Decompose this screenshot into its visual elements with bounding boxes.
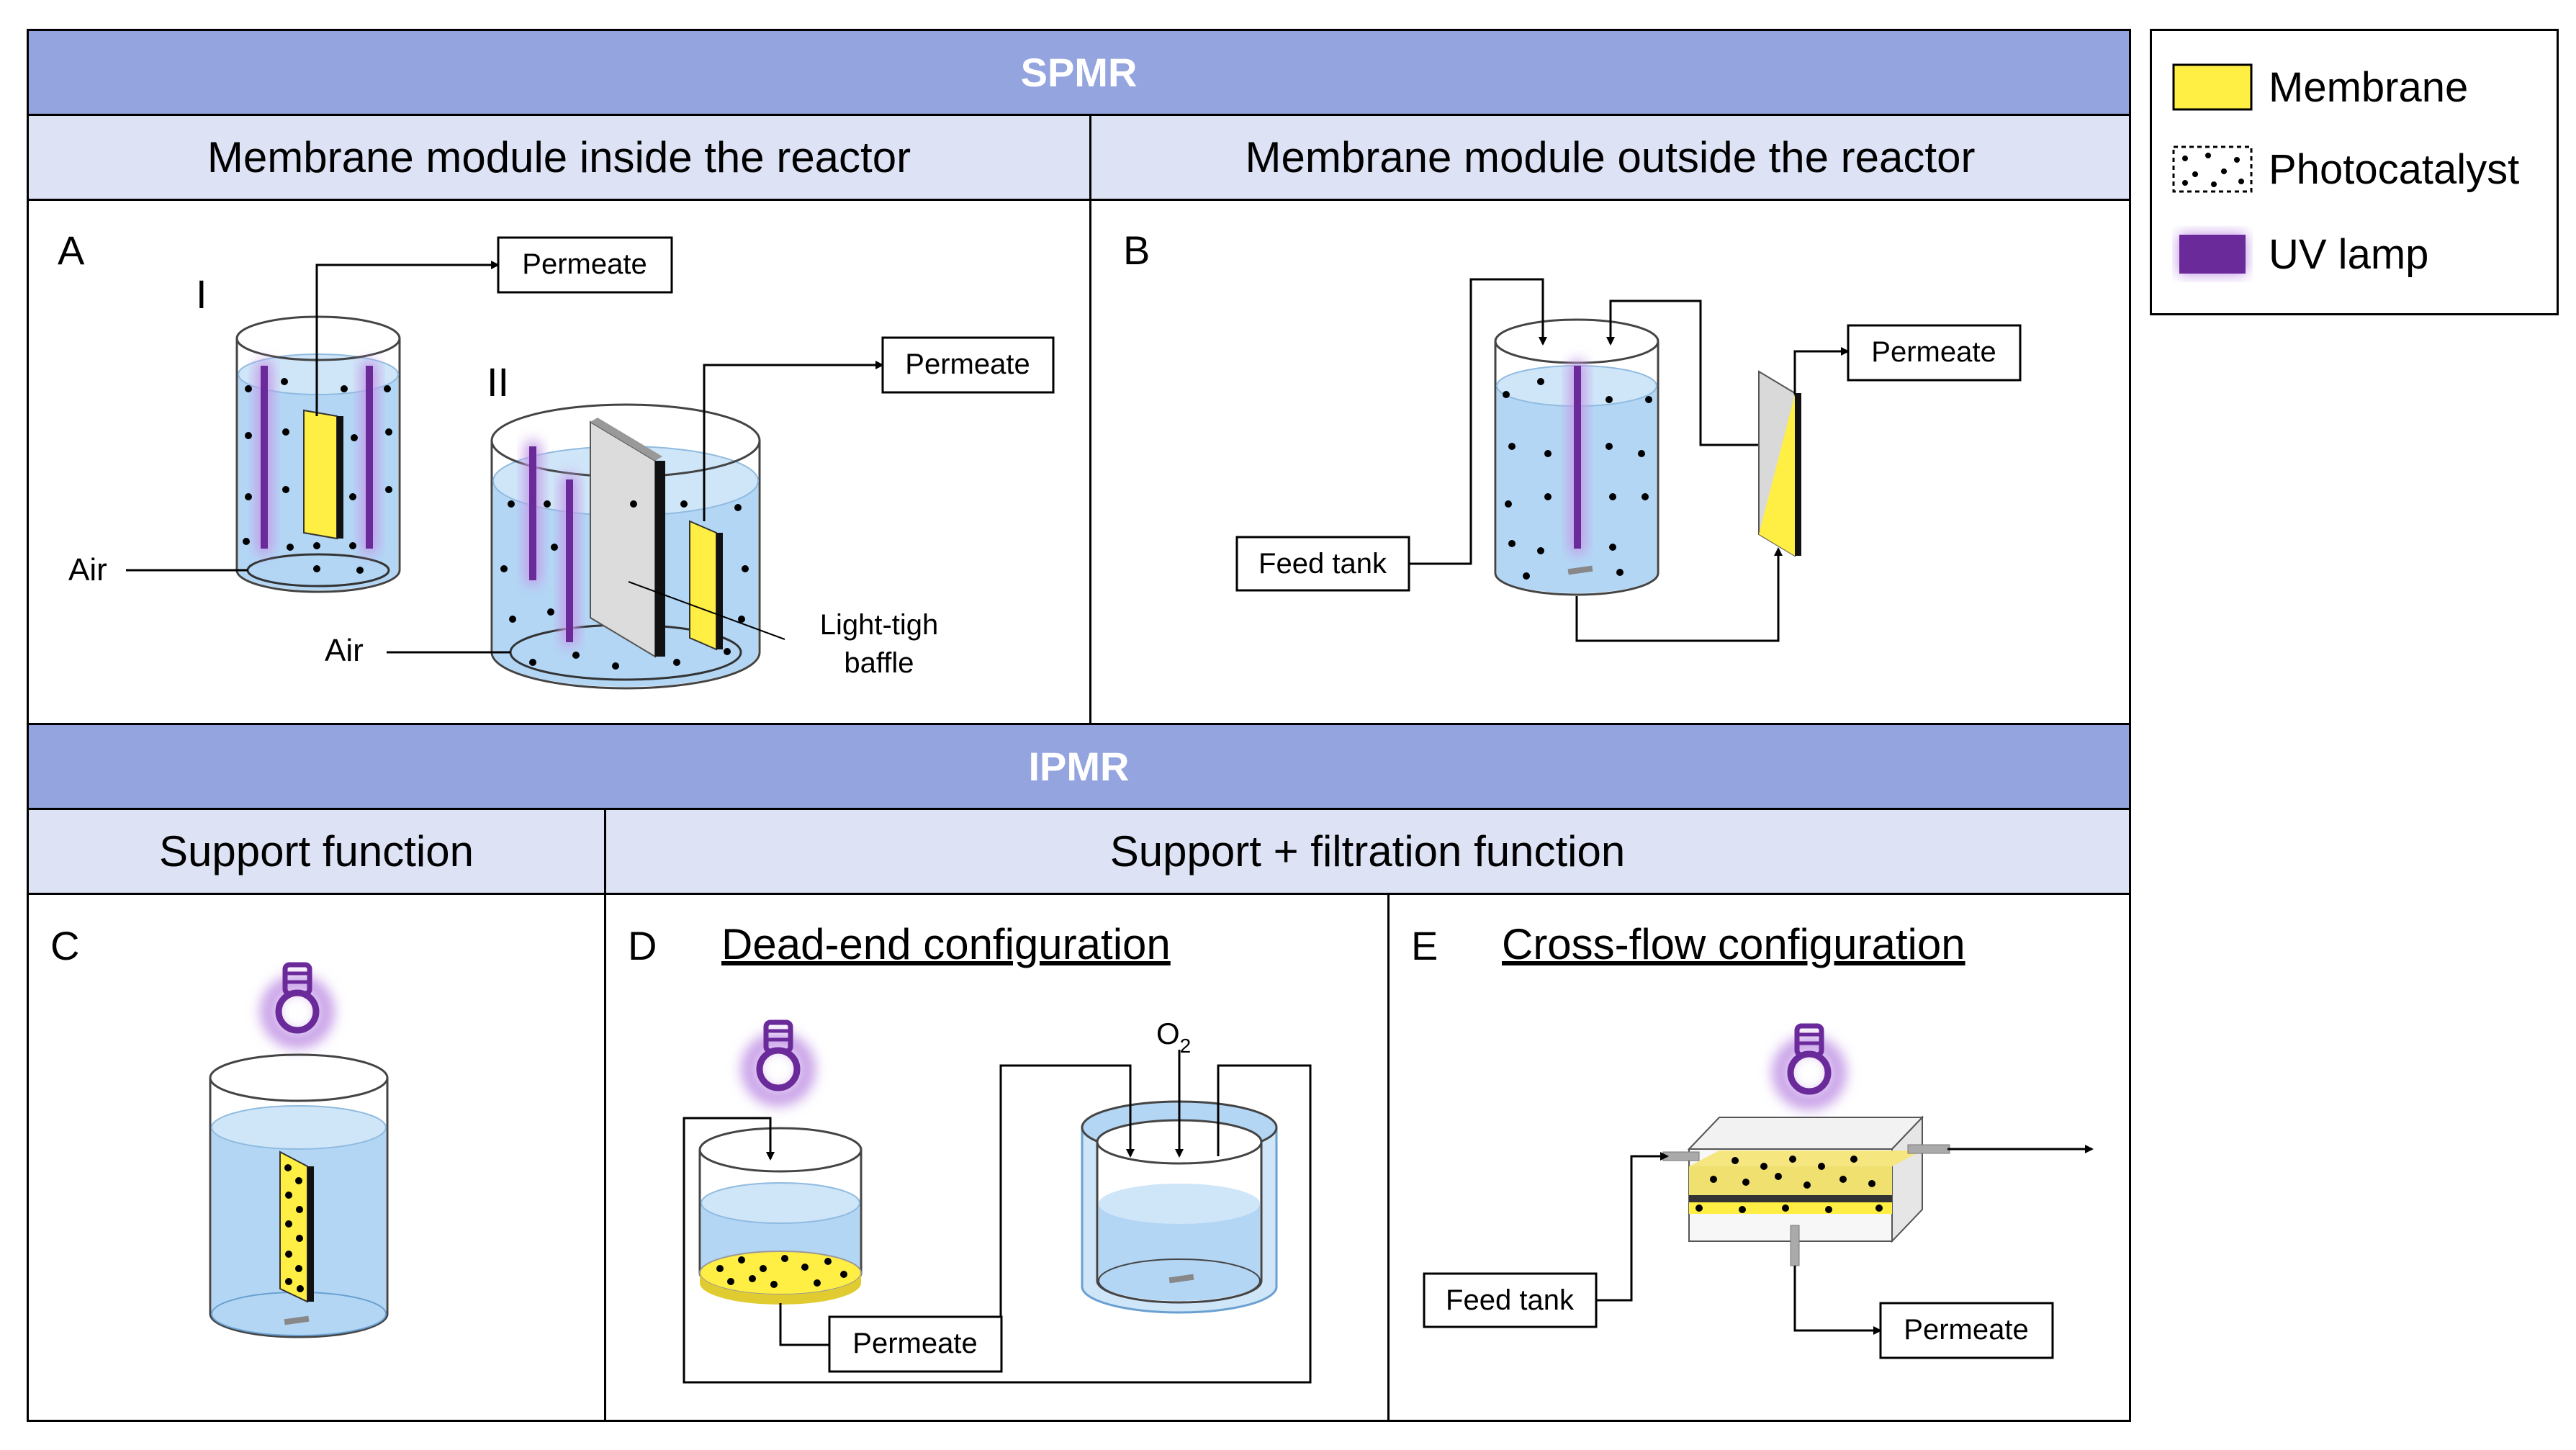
panel-d: D Dead-end configuration [604, 893, 1390, 1422]
subheader-support-label: Support function [159, 827, 474, 875]
panel-e: E Cross-flow configuration [1387, 893, 2131, 1422]
subheader-outside-label: Membrane module outside the reactor [1245, 133, 1976, 181]
membrane-swatch-icon [2172, 63, 2253, 111]
legend-membrane-label: Membrane [2269, 63, 2469, 111]
panel-a-letter: A [58, 228, 85, 273]
panel-b-letter: B [1123, 228, 1150, 273]
subheader-inside: Membrane module inside the reactor [27, 114, 1091, 201]
subheader-inside-label: Membrane module inside the reactor [207, 133, 911, 181]
subheader-support-filtration: Support + filtration function [604, 808, 2131, 895]
ipmr-header: IPMR [27, 723, 2131, 810]
panel-c: C [27, 893, 606, 1422]
panel-d-title: Dead-end configuration [721, 920, 1171, 968]
legend-item-membrane: Membrane [2172, 58, 2468, 116]
spmr-title: SPMR [1020, 50, 1138, 95]
spmr-header: SPMR [27, 29, 2131, 116]
subheader-support: Support function [27, 808, 606, 895]
subheader-outside: Membrane module outside the reactor [1089, 114, 2131, 201]
subheader-support-filtration-label: Support + filtration function [1109, 827, 1626, 875]
uv-lamp-swatch-icon [2178, 233, 2247, 275]
panel-d-letter: D [628, 923, 657, 968]
ipmr-title: IPMR [1028, 744, 1130, 789]
panel-b: B [1089, 199, 2131, 725]
panel-a: A [27, 199, 1091, 725]
legend-item-photocatalyst: Photocatalyst [2172, 140, 2519, 198]
legend-item-uv-lamp: UV lamp [2172, 225, 2428, 283]
panel-c-letter: C [50, 923, 80, 968]
legend: Membrane Photocatalyst UV lamp [2150, 29, 2559, 315]
legend-uv-lamp-label: UV lamp [2269, 230, 2429, 278]
legend-photocatalyst-label: Photocatalyst [2269, 145, 2520, 193]
photocatalyst-swatch-icon [2172, 145, 2253, 193]
panel-e-title: Cross-flow configuration [1502, 920, 1965, 968]
panel-e-letter: E [1411, 923, 1438, 968]
